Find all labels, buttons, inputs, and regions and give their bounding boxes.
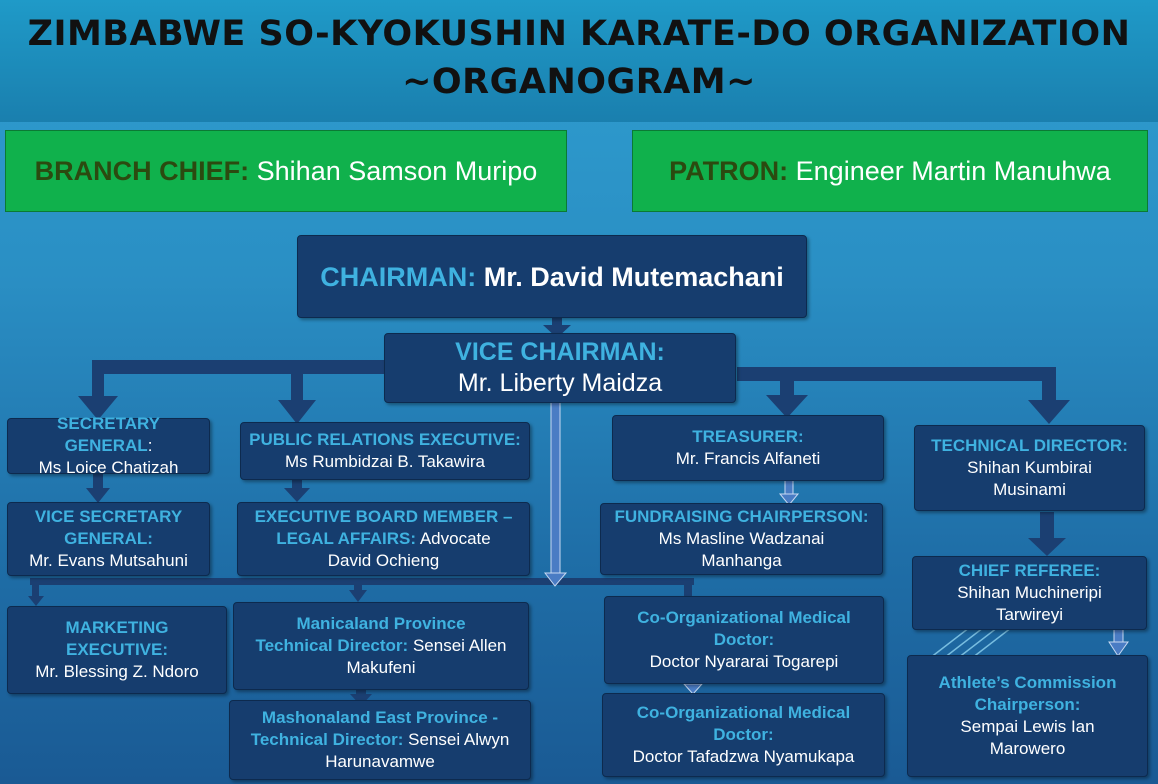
exec-board-legal-box: EXECUTIVE BOARD MEMBER – LEGAL AFFAIRS: … <box>237 502 530 576</box>
vice-secretary-role-1: VICE SECRETARY <box>34 507 183 526</box>
technical-director-name-1: Shihan Kumbirai <box>967 458 1092 477</box>
athletes-commission-box: Athlete’s Commission Chairperson: Sempai… <box>907 655 1148 777</box>
vice-secretary-name: Mr. Evans Mutsahuni <box>29 551 188 570</box>
fundraising-name-2: Manhanga <box>701 551 782 570</box>
secretary-general-name: Ms Loice Chatizah <box>38 458 179 477</box>
mashonaland-name-2: Harunavamwe <box>325 752 435 771</box>
pr-executive-name: Ms Rumbidzai B. Takawira <box>285 452 485 471</box>
branch-left <box>92 360 387 374</box>
athletes-role-1: Athlete’s Commission <box>938 673 1117 692</box>
secretary-general-role: SECRETARY GENERAL <box>57 414 160 455</box>
secretary-general-colon: : <box>147 436 153 455</box>
medical-2-name: Doctor Tafadzwa Nyamukapa <box>632 747 855 766</box>
medical-2-role-2: Doctor: <box>713 725 774 744</box>
fundraising-name-1: Ms Masline Wadzanai <box>658 529 825 548</box>
medical-1-name: Doctor Nyararai Togarepi <box>649 652 839 671</box>
technical-director-role: TECHNICAL DIRECTOR: <box>931 436 1128 455</box>
chief-referee-box: CHIEF REFEREE: Shihan Muchineripi Tarwir… <box>912 556 1147 630</box>
treasurer-role: TREASURER: <box>692 427 804 446</box>
arrow-secretary <box>78 396 118 420</box>
manicaland-box: Manicaland Province Technical Director: … <box>233 602 529 690</box>
branch-chief-box: BRANCH CHIEF: Shihan Samson Muripo <box>5 130 567 212</box>
fundraising-role: FUNDRAISING CHAIRPERSON: <box>614 507 869 526</box>
manicaland-name-2: Makufeni <box>346 658 416 677</box>
chief-referee-name-1: Shihan Muchineripi <box>957 583 1102 602</box>
marketing-role: MARKETING EXECUTIVE: <box>65 618 169 659</box>
athletes-name-2: Marowero <box>989 739 1066 758</box>
pr-executive-box: PUBLIC RELATIONS EXECUTIVE: Ms Rumbidzai… <box>240 422 530 480</box>
treasurer-name: Mr. Francis Alfaneti <box>675 449 821 468</box>
treasurer-box: TREASURER: Mr. Francis Alfaneti <box>612 415 884 481</box>
page-subtitle: ~ORGANOGRAM~ <box>402 62 756 102</box>
exec-board-role-2: LEGAL AFFAIRS: <box>276 529 417 548</box>
athletes-name-1: Sempai Lewis Ian <box>960 717 1095 736</box>
manicaland-role-2: Technical Director: <box>255 636 409 655</box>
arrow-vice-bottom <box>550 397 561 575</box>
chairman-box: CHAIRMAN: Mr. David Mutemachani <box>297 235 807 318</box>
medical-1-role-2: Doctor: <box>713 630 775 649</box>
chief-referee-role: CHIEF REFEREE: <box>958 561 1101 580</box>
chairman-name: Mr. David Mutemachani <box>476 261 784 292</box>
pr-executive-role: PUBLIC RELATIONS EXECUTIVE: <box>249 430 521 449</box>
branch-chief-role: BRANCH CHIEF: <box>34 155 250 186</box>
vice-chairman-role: VICE CHAIRMAN: <box>455 338 665 366</box>
technical-director-name-2: Musinami <box>993 480 1066 499</box>
arrow-marketing <box>28 596 44 606</box>
branch-chief-name: Shihan Samson Muripo <box>249 155 538 186</box>
arrow-pr <box>278 400 316 424</box>
mashonaland-box: Mashonaland East Province - Technical Di… <box>229 700 531 780</box>
page-title: ZIMBABWE SO-KYOKUSHIN KARATE-DO ORGANIZA… <box>27 14 1131 54</box>
medical-doctor-2-box: Co-Organizational Medical Doctor: Doctor… <box>602 693 885 777</box>
medical-1-role-1: Co-Organizational Medical <box>637 608 851 627</box>
medical-2-role-1: Co-Organizational Medical <box>636 703 851 722</box>
exec-board-name-1: Advocate <box>416 529 491 548</box>
athletes-role-2: Chairperson: <box>974 695 1081 714</box>
fundraising-box: FUNDRAISING CHAIRPERSON: Ms Masline Wadz… <box>600 503 883 575</box>
mashonaland-role-1: Mashonaland East Province - <box>261 708 499 727</box>
manicaland-name-1: Sensei Allen <box>408 636 507 655</box>
vice-chairman-box: VICE CHAIRMAN: Mr. Liberty Maidza <box>384 333 736 403</box>
mashonaland-role-2: Technical Director: <box>250 730 404 749</box>
title-banner <box>0 0 1158 122</box>
patron-role: PATRON: <box>669 155 789 186</box>
chief-referee-name-2: Tarwireyi <box>995 605 1064 624</box>
arrow-legal <box>284 488 310 502</box>
marketing-box: MARKETING EXECUTIVE: Mr. Blessing Z. Ndo… <box>7 606 227 694</box>
arrow-referee <box>1028 538 1066 556</box>
vice-secretary-role-2: GENERAL: <box>64 529 153 548</box>
technical-director-box: TECHNICAL DIRECTOR: Shihan Kumbirai Musi… <box>914 425 1145 511</box>
arrow-technical <box>1028 400 1070 424</box>
vice-secretary-box: VICE SECRETARY GENERAL: Mr. Evans Mutsah… <box>7 502 210 576</box>
mashonaland-name-1: Sensei Alwyn <box>403 730 510 749</box>
secretary-general-box: SECRETARY GENERAL: Ms Loice Chatizah <box>7 414 210 477</box>
arrow-treasurer <box>766 395 808 418</box>
marketing-name: Mr. Blessing Z. Ndoro <box>35 662 199 681</box>
patron-box: PATRON: Engineer Martin Manuhwa <box>632 130 1148 212</box>
exec-board-role-1: EXECUTIVE BOARD MEMBER – <box>254 507 513 526</box>
vice-chairman-name: Mr. Liberty Maidza <box>457 369 663 397</box>
chairman-role: CHAIRMAN: <box>320 261 477 292</box>
arrow-vice-secretary <box>86 488 110 503</box>
manicaland-role-1: Manicaland Province <box>296 614 466 633</box>
branch-right <box>737 367 1055 381</box>
patron-name: Engineer Martin Manuhwa <box>788 155 1111 186</box>
medical-doctor-1-box: Co-Organizational Medical Doctor: Doctor… <box>604 596 884 684</box>
arrow-manicaland <box>349 590 367 602</box>
exec-board-name-2: David Ochieng <box>327 551 440 570</box>
